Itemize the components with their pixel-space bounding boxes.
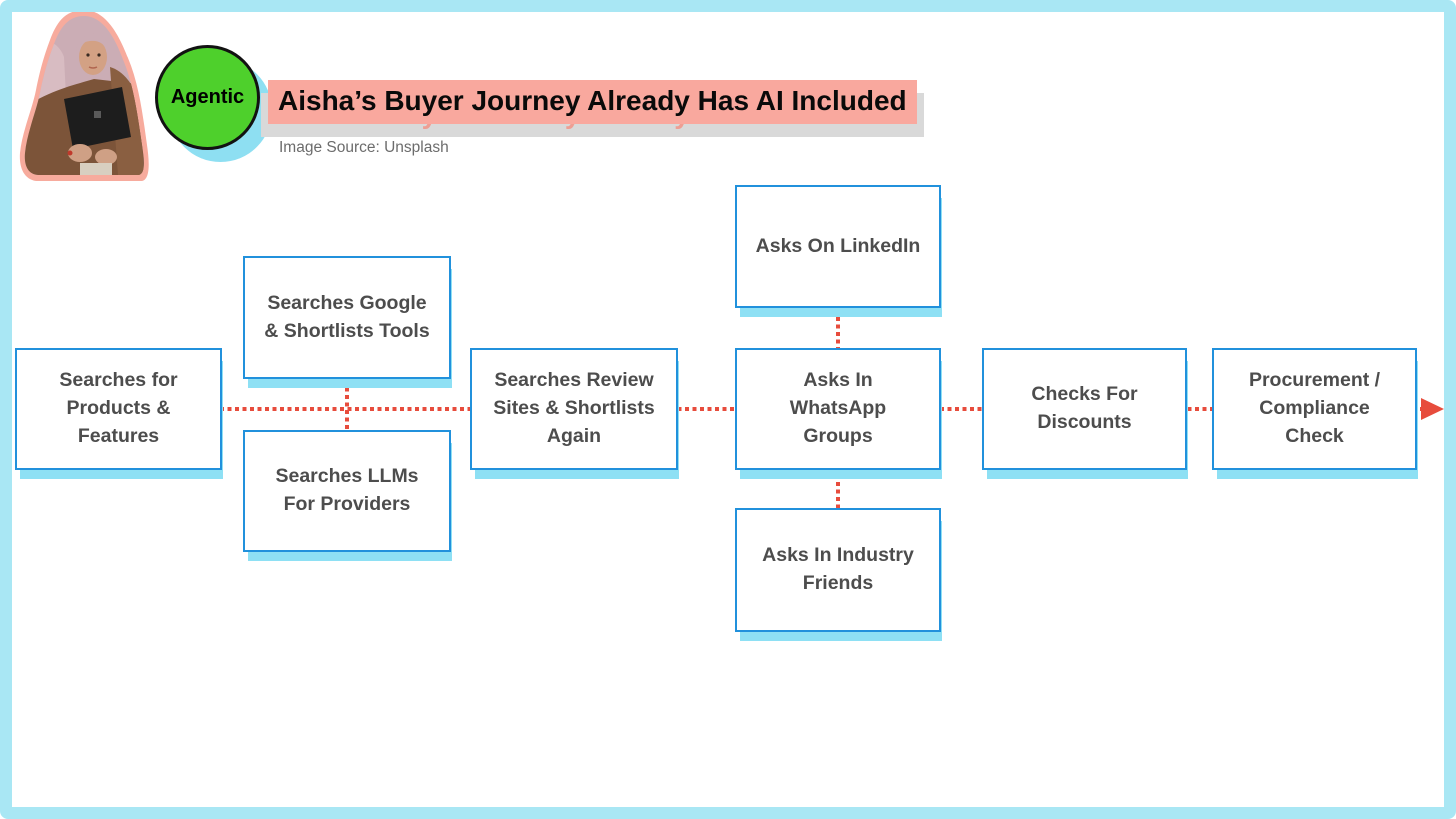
flow-box-checks-discounts: Checks For Discounts [982,348,1187,470]
flow-box-procurement-check: Procurement / Compliance Check [1212,348,1417,470]
flow-box-asks-whatsapp: Asks In WhatsApp Groups [735,348,941,470]
flow-box-label: Searches Google & Shortlists Tools [264,291,430,342]
flow-box-label: Asks In Industry Friends [762,544,914,594]
flow-box-label: Asks On LinkedIn [755,234,921,257]
flow-box-searches-google: Searches Google & Shortlists Tools [243,256,451,379]
flow-box-label: Searches Review Sites & Shortlists Again [493,369,655,447]
title-block: Aisha’s Buyer Journey Already Has AI Inc… [261,80,924,137]
flow-box-label: Procurement / Compliance Check [1248,369,1381,447]
flow-box-label: Searches for Products & Features [59,369,178,447]
agentic-badge: Agentic [155,45,260,150]
flow-box-label: Checks For Discounts [1031,383,1138,433]
flow-box-label: Searches LLMs For Providers [275,465,419,515]
flow-box-asks-industry-friends: Asks In Industry Friends [735,508,941,632]
flow-box-searches-products: Searches for Products & Features [15,348,222,470]
flow-arrow-icon [1421,398,1444,420]
flow-box-asks-linkedin: Asks On LinkedIn [735,185,941,308]
flow-box-label: Asks In WhatsApp Groups [789,369,887,447]
image-source-caption: Image Source: Unsplash [279,139,449,156]
branch-line-google-llms [345,380,349,432]
flow-box-searches-llms: Searches LLMs For Providers [243,430,451,552]
agentic-badge-label: Agentic [170,86,245,108]
aisha-photo [19,10,149,181]
flow-box-searches-review-sites: Searches Review Sites & Shortlists Again [470,348,678,470]
page-title: Aisha’s Buyer Journey Already Has AI Inc… [268,80,917,124]
